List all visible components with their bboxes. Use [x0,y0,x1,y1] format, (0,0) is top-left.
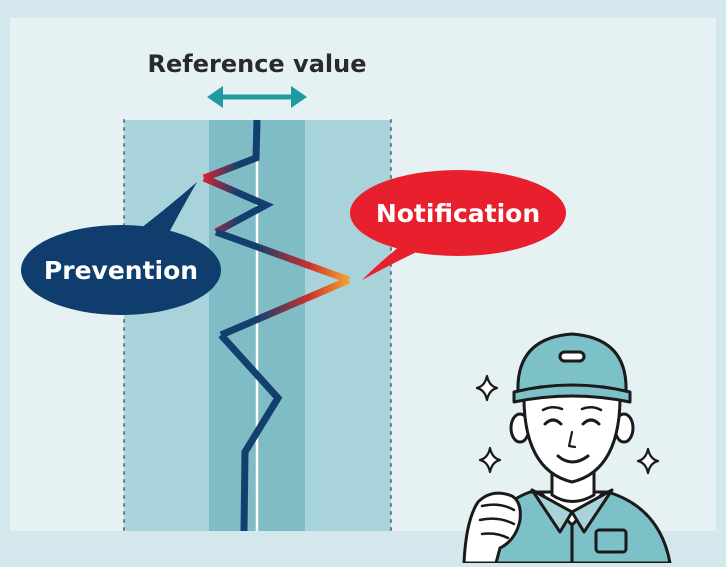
sparkle-icon [475,374,499,402]
sparkle-icon [478,446,502,474]
sparkle-icon [636,447,660,475]
double-arrow-icon [207,86,307,108]
worker-illustration [462,332,672,565]
notification-bubble: Notification [350,170,566,280]
notification-label: Notification [376,199,540,228]
prevention-label: Prevention [44,256,198,285]
measurement-trace [202,119,351,532]
prevention-bubble: Prevention [21,182,221,315]
reference-value-label: Reference value [148,50,367,78]
